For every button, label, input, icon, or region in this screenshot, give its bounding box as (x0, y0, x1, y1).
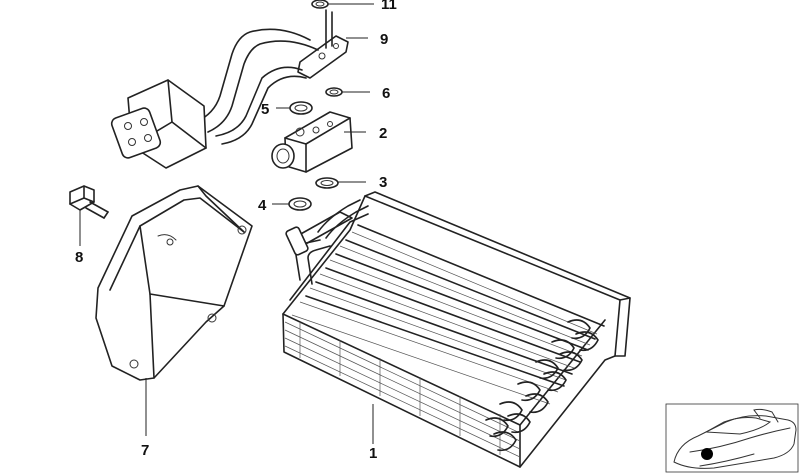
o-ring-6[interactable] (325, 87, 343, 97)
location-marker-dot (701, 448, 713, 460)
core-front-fins (284, 321, 521, 458)
o-ring-3[interactable] (315, 177, 339, 189)
refrigerant-hose-assembly[interactable] (110, 28, 319, 169)
callout-labels: 1 2 3 4 5 6 7 8 9 11 (75, 0, 397, 462)
core-return-bends (485, 319, 599, 452)
callout-3: 3 (379, 174, 387, 191)
o-ring-11[interactable] (311, 0, 329, 9)
pipe-bracket[interactable] (297, 9, 349, 79)
callout-6: 6 (382, 85, 390, 102)
o-ring-4[interactable] (288, 197, 312, 211)
evaporator-core[interactable] (282, 191, 631, 468)
o-ring-5[interactable] (289, 101, 313, 115)
core-fins (291, 224, 605, 405)
callout-7: 7 (141, 442, 149, 459)
evaporator-cover[interactable] (95, 185, 253, 381)
locator-thumbnail (665, 403, 799, 473)
expansion-valve[interactable] (271, 111, 353, 173)
callout-8: 8 (75, 249, 83, 266)
callout-2: 2 (379, 125, 387, 142)
bolt[interactable] (69, 185, 109, 219)
callout-4: 4 (258, 197, 267, 214)
leader-lines (79, 3, 374, 444)
callout-5: 5 (261, 101, 269, 118)
callout-9: 9 (380, 31, 388, 48)
callout-11: 11 (381, 0, 397, 13)
callout-1: 1 (369, 445, 377, 462)
